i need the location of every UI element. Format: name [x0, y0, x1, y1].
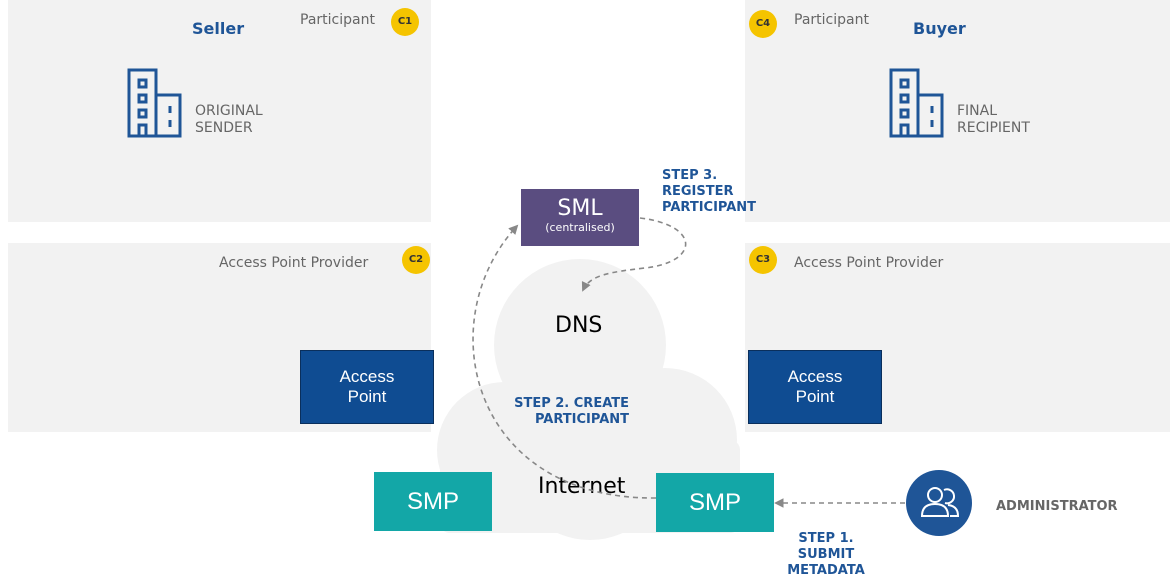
administrator-label: ADMINISTRATOR — [996, 499, 1118, 514]
smp-left: SMP — [374, 472, 492, 531]
buyer-panel — [745, 0, 1170, 222]
step3-label: STEP 3. REGISTER PARTICIPANT — [662, 168, 756, 216]
sml-title: SML — [557, 196, 603, 221]
badge-c4: C4 — [749, 10, 777, 38]
smp-right: SMP — [656, 473, 774, 532]
dns-label: DNS — [555, 313, 603, 338]
seller-entity: ORIGINAL SENDER — [195, 103, 263, 137]
sml-box: SML (centralised) — [521, 189, 639, 246]
step2-line-1: STEP 2. CREATE — [514, 396, 629, 411]
seller-entity-line-2: SENDER — [195, 120, 253, 136]
step2-line-2: PARTICIPANT — [534, 412, 629, 427]
access-point-right-line-1: Access — [787, 367, 843, 386]
badge-c1: C1 — [391, 8, 419, 36]
buyer-entity-line-2: RECIPIENT — [957, 120, 1030, 136]
step3-line-1: STEP 3. — [662, 168, 718, 183]
step1-label: STEP 1. SUBMIT METADATA — [778, 531, 874, 579]
access-point-left-line-2: Point — [347, 387, 387, 406]
access-point-left-line-1: Access — [339, 367, 395, 386]
badge-c2: C2 — [402, 246, 430, 274]
buyer-participant-label: Participant — [794, 12, 869, 28]
access-point-right-line-2: Point — [795, 387, 835, 406]
buyer-entity-line-1: FINAL — [957, 103, 998, 119]
step1-line-1: STEP 1. — [798, 531, 854, 546]
step1-line-2: SUBMIT — [797, 547, 855, 562]
step3-line-3: PARTICIPANT — [662, 200, 757, 215]
seller-participant-label: Participant — [300, 12, 375, 28]
buyer-entity: FINAL RECIPIENT — [957, 103, 1030, 137]
sml-subtitle: (centralised) — [545, 221, 615, 234]
seller-panel — [8, 0, 431, 222]
step3-arrow — [581, 217, 687, 292]
step3-line-2: REGISTER — [662, 184, 734, 199]
badge-c3: C3 — [749, 246, 777, 274]
buyer-role: Buyer — [913, 19, 966, 38]
access-point-right: Access Point — [748, 350, 882, 424]
provider-left-label: Access Point Provider — [219, 255, 369, 271]
seller-role: Seller — [192, 19, 245, 38]
seller-entity-line-1: ORIGINAL — [195, 103, 263, 119]
step2-arrow — [472, 224, 657, 499]
step1-line-3: METADATA — [787, 563, 865, 578]
step2-label: STEP 2. CREATE PARTICIPANT — [487, 396, 629, 428]
access-point-left: Access Point — [300, 350, 434, 424]
provider-right-label: Access Point Provider — [794, 255, 944, 271]
